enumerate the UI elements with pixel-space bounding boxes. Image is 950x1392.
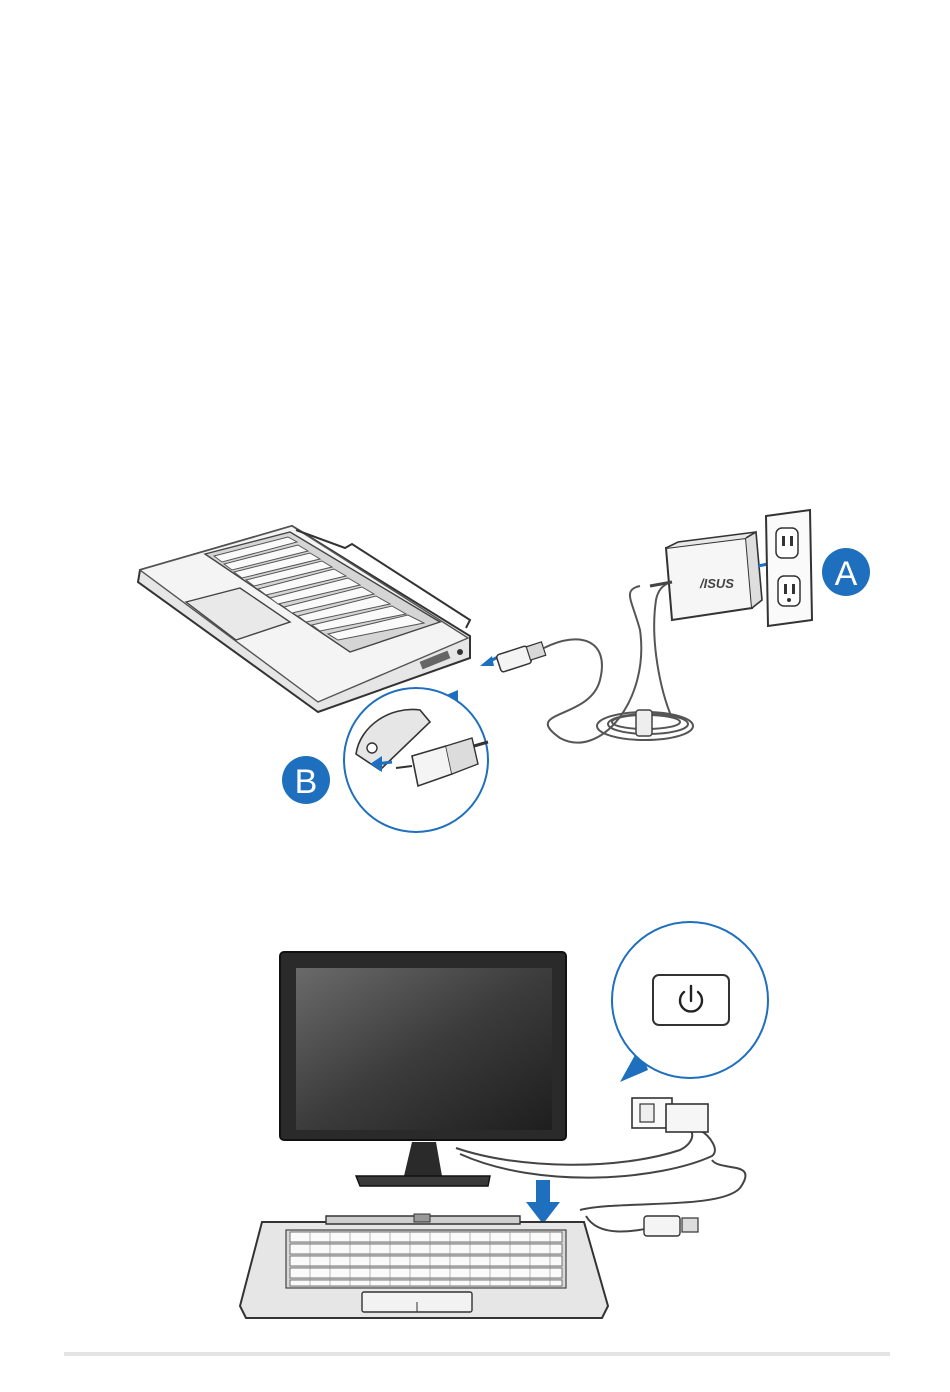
callout-a-badge: A (822, 548, 870, 596)
keyboard-dock-front (240, 1214, 608, 1318)
detail-bubble (344, 688, 488, 832)
power-adapter: /ISUS (650, 532, 762, 620)
dock-and-power-figure (0, 910, 950, 1340)
power-button-bubble (612, 922, 768, 1082)
callout-b-badge: B (282, 756, 330, 804)
callout-a-label: A (835, 555, 858, 593)
callout-b-label: B (295, 763, 318, 801)
wall-outlet (766, 510, 812, 626)
dc-plug-and-cable (480, 582, 693, 743)
display-illustration (280, 952, 566, 1186)
adapter-logo: /ISUS (699, 576, 734, 591)
keyboard-dock-illustration (138, 526, 470, 712)
footer-rule (64, 1352, 890, 1356)
dock-down-arrow (526, 1180, 560, 1224)
connect-adapter-figure: /ISUS A (0, 490, 950, 850)
outlet-adapter-small (632, 1098, 708, 1236)
